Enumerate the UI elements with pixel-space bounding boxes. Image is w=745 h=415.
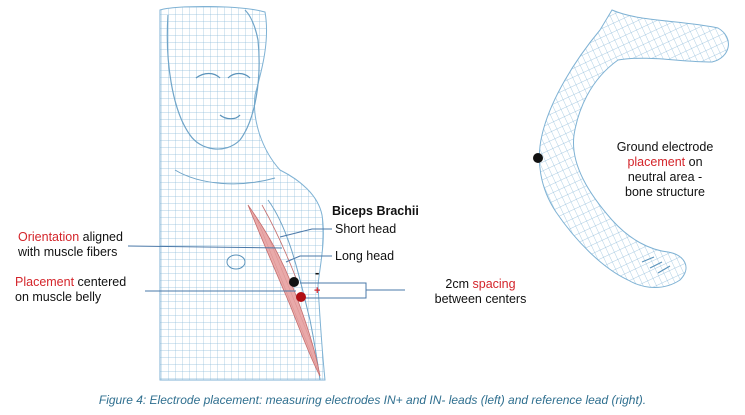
short-head-label: Short head: [335, 222, 397, 236]
positive-electrode: [296, 292, 306, 302]
placement-rest: centered: [74, 275, 127, 289]
orientation-line2: with muscle fibers: [18, 245, 118, 259]
ground-electrode: [533, 153, 543, 163]
ground-line2-rest: on: [685, 155, 703, 169]
spacing-label: 2cm spacing between centers: [418, 277, 543, 307]
figure-caption: Figure 4: Electrode placement: measuring…: [98, 393, 647, 407]
spacing-highlight: spacing: [472, 277, 516, 291]
ground-line4: bone structure: [625, 185, 705, 199]
placement-highlight: Placement: [15, 275, 75, 289]
long-head-label: Long head: [335, 249, 395, 263]
spacing-pre: 2cm: [445, 277, 473, 291]
biceps-brachii-title: Biceps Brachii: [332, 204, 419, 218]
spacing-line2: between centers: [434, 292, 527, 306]
ground-line1: Ground electrode: [616, 140, 714, 154]
negative-electrode: [289, 277, 299, 287]
arm-wireframe: [538, 9, 729, 288]
orientation-line: [127, 245, 283, 249]
ground-line3: neutral area -: [627, 170, 703, 184]
orientation-label: Orientation aligned with muscle fibers: [18, 230, 123, 260]
leader-lines: [127, 228, 405, 299]
placement-line2: on muscle belly: [15, 290, 102, 304]
orientation-highlight: Orientation: [18, 230, 80, 244]
orientation-rest: aligned: [79, 230, 123, 244]
placement-label: Placement centered on muscle belly: [15, 275, 126, 305]
ground-electrode-label: Ground electrode placement on neutral ar…: [600, 140, 730, 200]
ground-highlight: placement: [627, 155, 686, 169]
plus-sign: +: [314, 285, 321, 297]
minus-sign: -: [315, 265, 320, 280]
long-head-line: [285, 255, 332, 263]
short-head-line: [279, 228, 332, 238]
